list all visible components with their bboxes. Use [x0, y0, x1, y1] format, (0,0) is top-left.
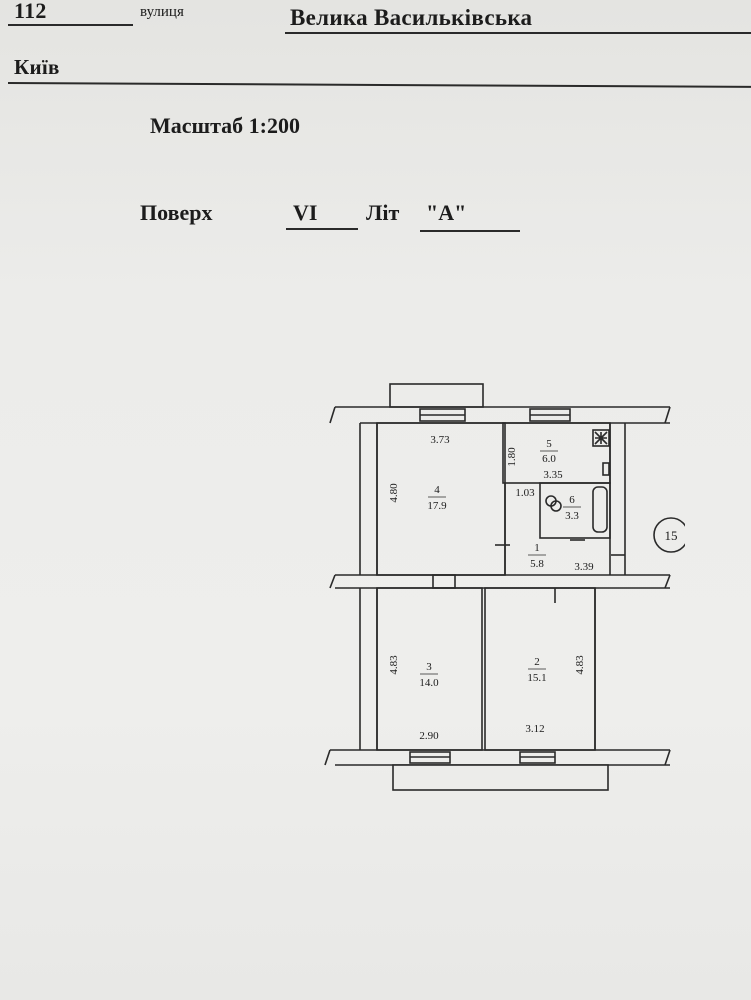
room-5-width: 3.35	[543, 469, 563, 481]
room-2-depth: 4.83	[574, 655, 586, 675]
street-label: вулиця	[140, 4, 184, 20]
room-6-number: 6	[569, 494, 575, 506]
apartment-number-circle	[653, 517, 685, 553]
room-4-depth: 4.80	[388, 483, 400, 503]
room-2-area: 15.1	[527, 672, 546, 684]
floor-plan: 3.73 4.80 4 17.9 5 6.0 3.35 1.80 1.03 6 …	[315, 375, 685, 805]
street-name-underline	[285, 32, 751, 34]
door	[432, 574, 456, 589]
street-name: Велика Васильківська	[290, 5, 533, 30]
room-3-depth: 4.83	[388, 655, 400, 675]
house-number: 112	[14, 0, 47, 23]
letter-value: "А"	[426, 200, 467, 225]
room-5-area: 6.0	[542, 453, 556, 465]
scale-label: Масштаб 1:200	[150, 113, 301, 138]
room-5-number: 5	[546, 438, 552, 450]
room-5-depth: 1.80	[506, 447, 518, 467]
room-1-area: 5.8	[530, 558, 544, 570]
room-3-area: 14.0	[419, 677, 439, 689]
city-underline	[7, 82, 751, 88]
room-2-number: 2	[534, 656, 540, 668]
room-6-width: 1.03	[515, 487, 535, 499]
house-number-underline	[8, 24, 133, 26]
room-3-number: 3	[426, 661, 432, 673]
room-6-area: 3.3	[565, 510, 579, 522]
floor-label: Поверх	[140, 200, 213, 225]
bathtub-icon	[592, 486, 608, 533]
room-4-width: 3.73	[430, 434, 450, 446]
room-4-number: 4	[434, 484, 440, 496]
bottom-balcony	[392, 764, 609, 791]
letter-label: Літ	[366, 200, 400, 225]
room-3-width: 2.90	[419, 730, 439, 742]
room-4-area: 17.9	[427, 500, 447, 512]
room-2-width: 3.12	[525, 723, 544, 735]
top-balcony	[389, 383, 484, 408]
room-1-number: 1	[534, 542, 540, 554]
floor-value: VI	[293, 200, 318, 225]
room-1-width: 3.39	[574, 561, 594, 573]
city-name: Київ	[14, 55, 60, 79]
letter-value-underline	[420, 230, 520, 232]
apartment-number: 15	[665, 528, 678, 543]
stove-icon	[592, 429, 610, 447]
floor-value-underline	[286, 228, 358, 230]
sink-icon	[602, 462, 610, 476]
